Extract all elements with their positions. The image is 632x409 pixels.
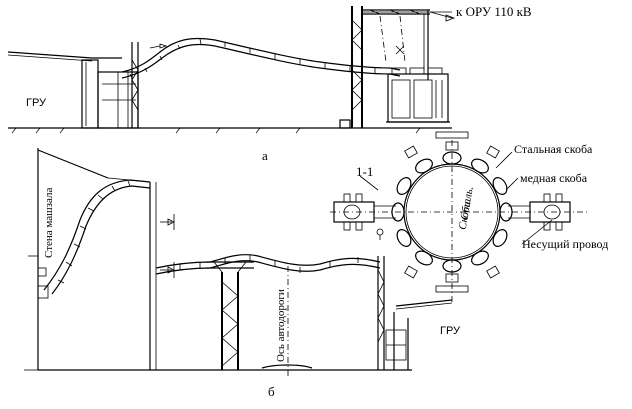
road-axis-label: Ось автодороги: [275, 289, 287, 362]
copper-bracket-label: медная скоба: [520, 171, 588, 185]
view-a-drawing: [7, 6, 456, 134]
machine-room-wall-label: Стена машзала: [43, 188, 55, 258]
steel-bracket-label: Стальная скоба: [514, 142, 593, 156]
gru-label-bottom: ГРУ: [440, 325, 461, 337]
bracket-center-text-2: Скоба: [457, 200, 474, 231]
oru-label: к ОРУ 110 кВ: [456, 4, 532, 19]
gru-label-top: ГРУ: [26, 97, 47, 109]
bracket-center-text-1: Сталь.: [458, 185, 476, 220]
view-a-label: а: [262, 148, 268, 163]
carrier-wire-label: Несущий провод: [522, 237, 608, 251]
view-b-label: б: [268, 384, 275, 399]
view-b-drawing: [24, 148, 453, 378]
section-1-1-drawing: [330, 131, 590, 302]
section-label: 1-1: [356, 164, 373, 179]
